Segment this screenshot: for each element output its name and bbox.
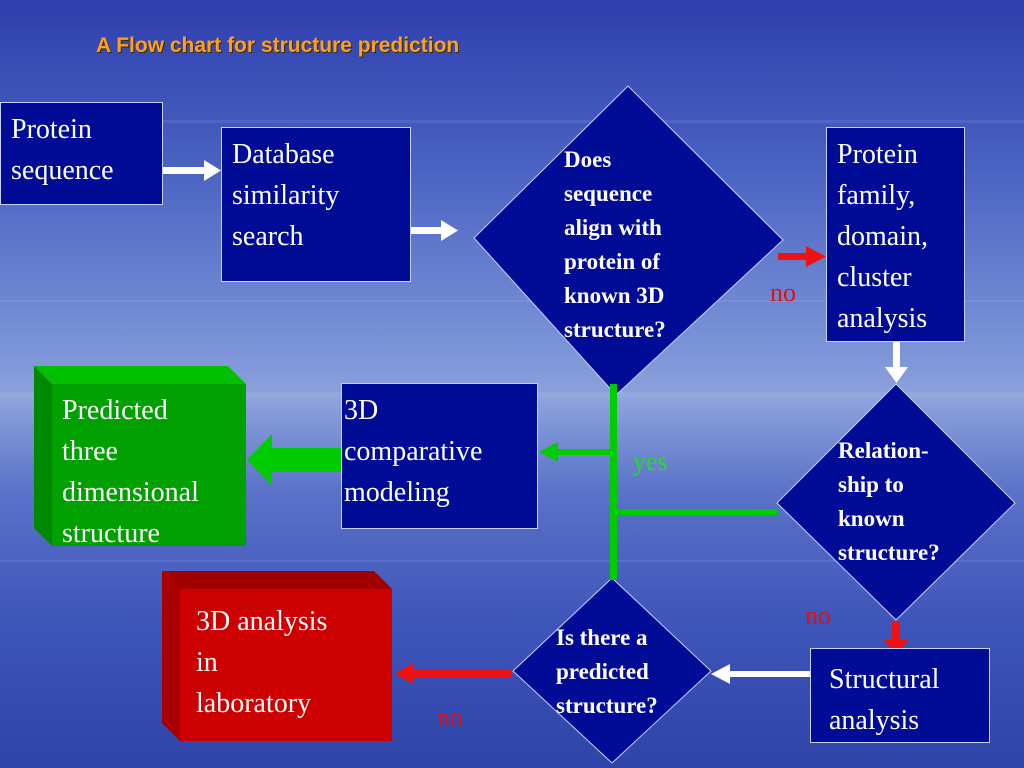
arrow-modeling-to-predicted [247, 434, 342, 486]
arrow-no-to-lab [395, 663, 512, 684]
predicted-box-face [52, 384, 246, 546]
no-label-predicted: no [437, 703, 463, 732]
green-connector-from-relationship [613, 509, 777, 515]
protein-family-box: Protein family, domain, cluster analysis [826, 127, 965, 342]
predicted-decision-text: Is there a predicted structure? [556, 625, 658, 718]
predicted-box-side [34, 366, 52, 546]
predicted-structure-text: Predicted three dimensional structure [62, 395, 199, 549]
arrow-structural-to-predicted [711, 664, 810, 684]
arrow-family-to-relationship [885, 342, 908, 383]
structural-analysis-box: Structural analysis [810, 648, 990, 743]
yes-label: yes [633, 447, 668, 476]
lab-box-face [180, 589, 392, 741]
lab-box-side [162, 571, 180, 741]
lab-analysis-text: 3D analysis in laboratory [196, 606, 328, 719]
database-search-box: Database similarity search [221, 127, 411, 282]
relationship-decision-diamond [776, 383, 1016, 621]
arrow-yes-to-modeling [539, 442, 613, 462]
arrow-database-to-decision [411, 220, 458, 241]
protein-sequence-box: Protein sequence [0, 102, 163, 205]
predicted-box-top [34, 366, 246, 384]
green-vertical-connector [610, 384, 617, 580]
lab-box-top [162, 571, 392, 589]
predicted-decision-diamond [512, 577, 712, 764]
arrow-sequence-to-database [163, 160, 221, 181]
no-label-relationship: no [805, 601, 831, 630]
no-label-align: no [770, 278, 796, 307]
relationship-decision-text: Relation- ship to known structure? [838, 438, 940, 565]
page-title: A Flow chart for structure prediction [96, 34, 460, 57]
align-decision-text: Does sequence align with protein of know… [564, 147, 666, 342]
arrow-no-to-family [778, 246, 826, 267]
comparative-modeling-box: 3D comparative modeling [341, 383, 538, 529]
